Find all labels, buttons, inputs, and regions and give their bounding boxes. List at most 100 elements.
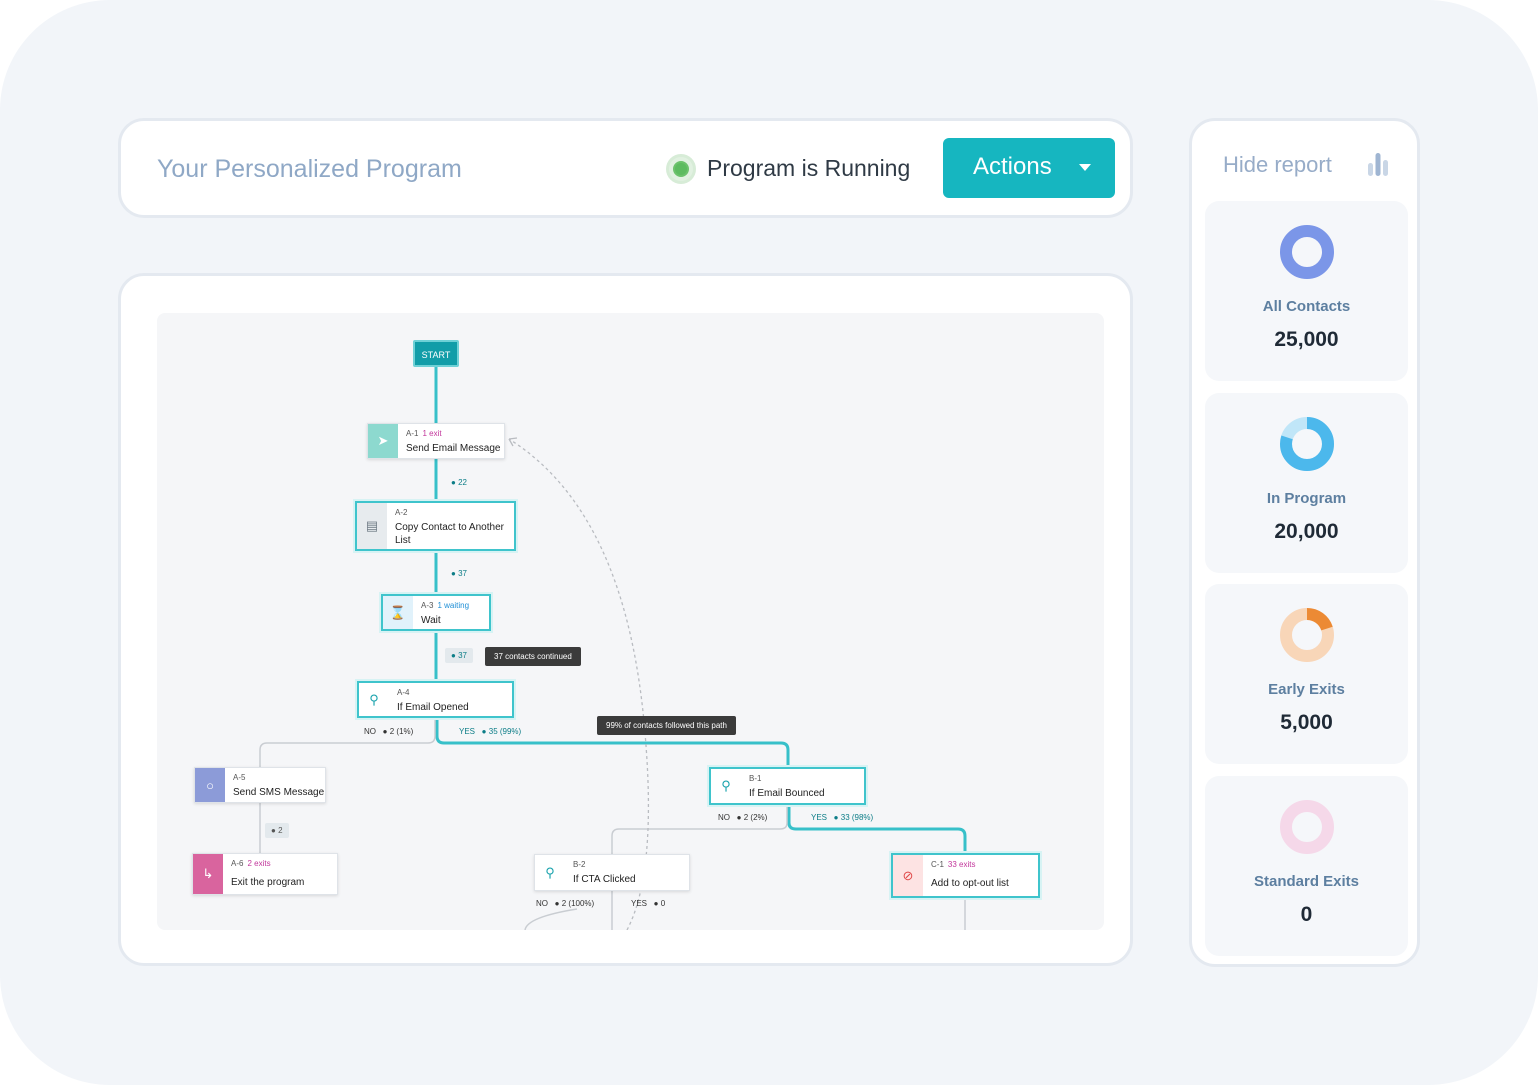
- connector-a4-no-a5: [259, 718, 436, 767]
- node-code: A-4: [397, 688, 410, 697]
- stat-label: In Program: [1266, 490, 1347, 507]
- stat-label: Early Exits: [1268, 681, 1345, 698]
- node-code: C-1: [931, 860, 944, 869]
- count-value: 22: [458, 478, 467, 487]
- loop-arrowhead-icon: [508, 437, 518, 447]
- b1-yes-branch-label: YES ● 33 (98%): [811, 813, 874, 822]
- branch-icon: ⚲: [711, 769, 741, 803]
- count-a3-a4[interactable]: ● 37: [445, 648, 473, 663]
- actions-button-label: Actions: [973, 153, 1052, 180]
- ring-fill: [1280, 608, 1334, 662]
- b2-no-branch-label: NO ● 2 (100%): [536, 899, 595, 908]
- node-code: B-1: [749, 774, 762, 783]
- hourglass-icon: ⌛: [383, 596, 413, 629]
- stat-label: All Contacts: [1262, 298, 1351, 315]
- connector-b2-no: [524, 908, 578, 930]
- tooltip-path-followed: 99% of contacts followed this path: [597, 716, 736, 735]
- exit-badge: 2 exits: [247, 859, 271, 868]
- ring-track: [1280, 225, 1334, 279]
- bar-chart-icon[interactable]: [1366, 152, 1390, 176]
- caret-down-icon: [1079, 164, 1091, 171]
- a4-no-branch-label: NO ● 2 (1%): [364, 727, 414, 736]
- paper-plane-icon: ➤: [368, 424, 398, 458]
- prohibited-icon: ⊘: [893, 855, 923, 896]
- stat-label: Standard Exits: [1253, 873, 1360, 890]
- waiting-badge: 1 waiting: [437, 601, 470, 610]
- exit-badge: 33 exits: [947, 860, 976, 869]
- node-name: Send Email Message: [406, 443, 501, 454]
- stat-card-early-exits: Early Exits 5,000: [1205, 584, 1408, 764]
- copy-list-icon: ▤: [357, 503, 387, 549]
- branch-no-count: 2 (2%): [743, 813, 768, 822]
- chat-bubble-icon: ○: [195, 768, 225, 802]
- donut-ring-in-program: [1280, 417, 1334, 471]
- node-code: B-2: [573, 860, 586, 869]
- node-code: A-6: [231, 859, 244, 868]
- stat-card-in-program: In Program 20,000: [1205, 393, 1408, 573]
- a4-yes-branch-label: YES ● 35 (99%): [459, 727, 522, 736]
- count-value: 37: [458, 651, 467, 660]
- node-name: If Email Bounced: [749, 788, 825, 799]
- start-node[interactable]: START: [413, 340, 459, 367]
- running-status-dot-icon: [669, 157, 693, 181]
- node-code: A-1: [406, 429, 419, 438]
- branch-yes-count: 0: [660, 899, 666, 908]
- count-a2-a3: ● 37: [451, 569, 467, 578]
- stat-card-standard-exits: Standard Exits 0: [1205, 776, 1408, 956]
- node-a4-if-email-opened[interactable]: ⚲ A-4 If Email Opened: [357, 681, 514, 718]
- branch-no-text: NO: [364, 727, 376, 736]
- count-value: 2: [278, 826, 283, 835]
- stat-value: 0: [1300, 903, 1313, 926]
- branch-no-text: NO: [718, 813, 730, 822]
- connector-b1-yes-c1: [787, 805, 967, 853]
- b1-no-branch-label: NO ● 2 (2%): [718, 813, 768, 822]
- node-name: If Email Opened: [397, 702, 469, 713]
- connector-loop-dashed: [508, 438, 650, 930]
- connector-a4-yes-b1: [435, 718, 790, 767]
- node-name: Add to opt-out list: [931, 878, 1009, 889]
- hide-report-link[interactable]: Hide report: [1223, 152, 1332, 177]
- node-a2-copy-contact[interactable]: ▤ A-2 Copy Contact to Another List: [355, 501, 516, 551]
- donut-ring-all-contacts: [1280, 225, 1334, 279]
- node-b1-if-email-bounced[interactable]: ⚲ B-1 If Email Bounced: [709, 767, 866, 805]
- branch-no-text: NO: [536, 899, 548, 908]
- ring-fill: [1280, 417, 1334, 471]
- branch-icon: ⚲: [359, 683, 389, 716]
- node-a5-send-sms[interactable]: ○ A-5 Send SMS Message: [194, 767, 326, 803]
- branch-yes-text: YES: [459, 727, 476, 736]
- donut-ring-standard-exits: [1280, 800, 1334, 854]
- donut-ring-early-exits: [1280, 608, 1334, 662]
- stat-value: 5,000: [1280, 711, 1333, 734]
- node-code: A-2: [395, 508, 408, 517]
- tooltip-contacts-continued: 37 contacts continued: [485, 647, 581, 666]
- branch-yes-text: YES: [811, 813, 828, 822]
- node-b2-if-cta-clicked[interactable]: ⚲ B-2 If CTA Clicked: [534, 854, 690, 891]
- exit-badge: 1 exit: [422, 429, 442, 438]
- branch-icon: ⚲: [535, 855, 565, 890]
- program-status-text: Program is Running: [707, 155, 911, 181]
- program-header: Your Personalized Program Program is Run…: [118, 118, 1133, 218]
- count-a1-a2: ● 22: [451, 478, 467, 487]
- branch-no-count: 2 (100%): [561, 899, 595, 908]
- node-name: Copy Contact to Another List: [395, 522, 504, 546]
- branch-yes-count: 35 (99%): [488, 727, 522, 736]
- branch-yes-count: 33 (98%): [840, 813, 874, 822]
- count-a5-a6[interactable]: ● 2: [265, 823, 289, 838]
- stat-value: 25,000: [1274, 328, 1339, 351]
- branch-no-count: 2 (1%): [389, 727, 414, 736]
- actions-dropdown-button[interactable]: Actions: [943, 138, 1115, 198]
- node-name: Wait: [421, 615, 441, 626]
- b2-yes-branch-label: YES ● 0: [631, 899, 666, 908]
- exit-icon: ↳: [193, 854, 223, 894]
- node-name: Exit the program: [231, 877, 305, 888]
- node-name: If CTA Clicked: [573, 874, 636, 885]
- stat-card-all-contacts: All Contacts 25,000: [1205, 201, 1408, 381]
- report-panel: Hide report All Contacts 25,000 In Progr…: [1189, 118, 1420, 967]
